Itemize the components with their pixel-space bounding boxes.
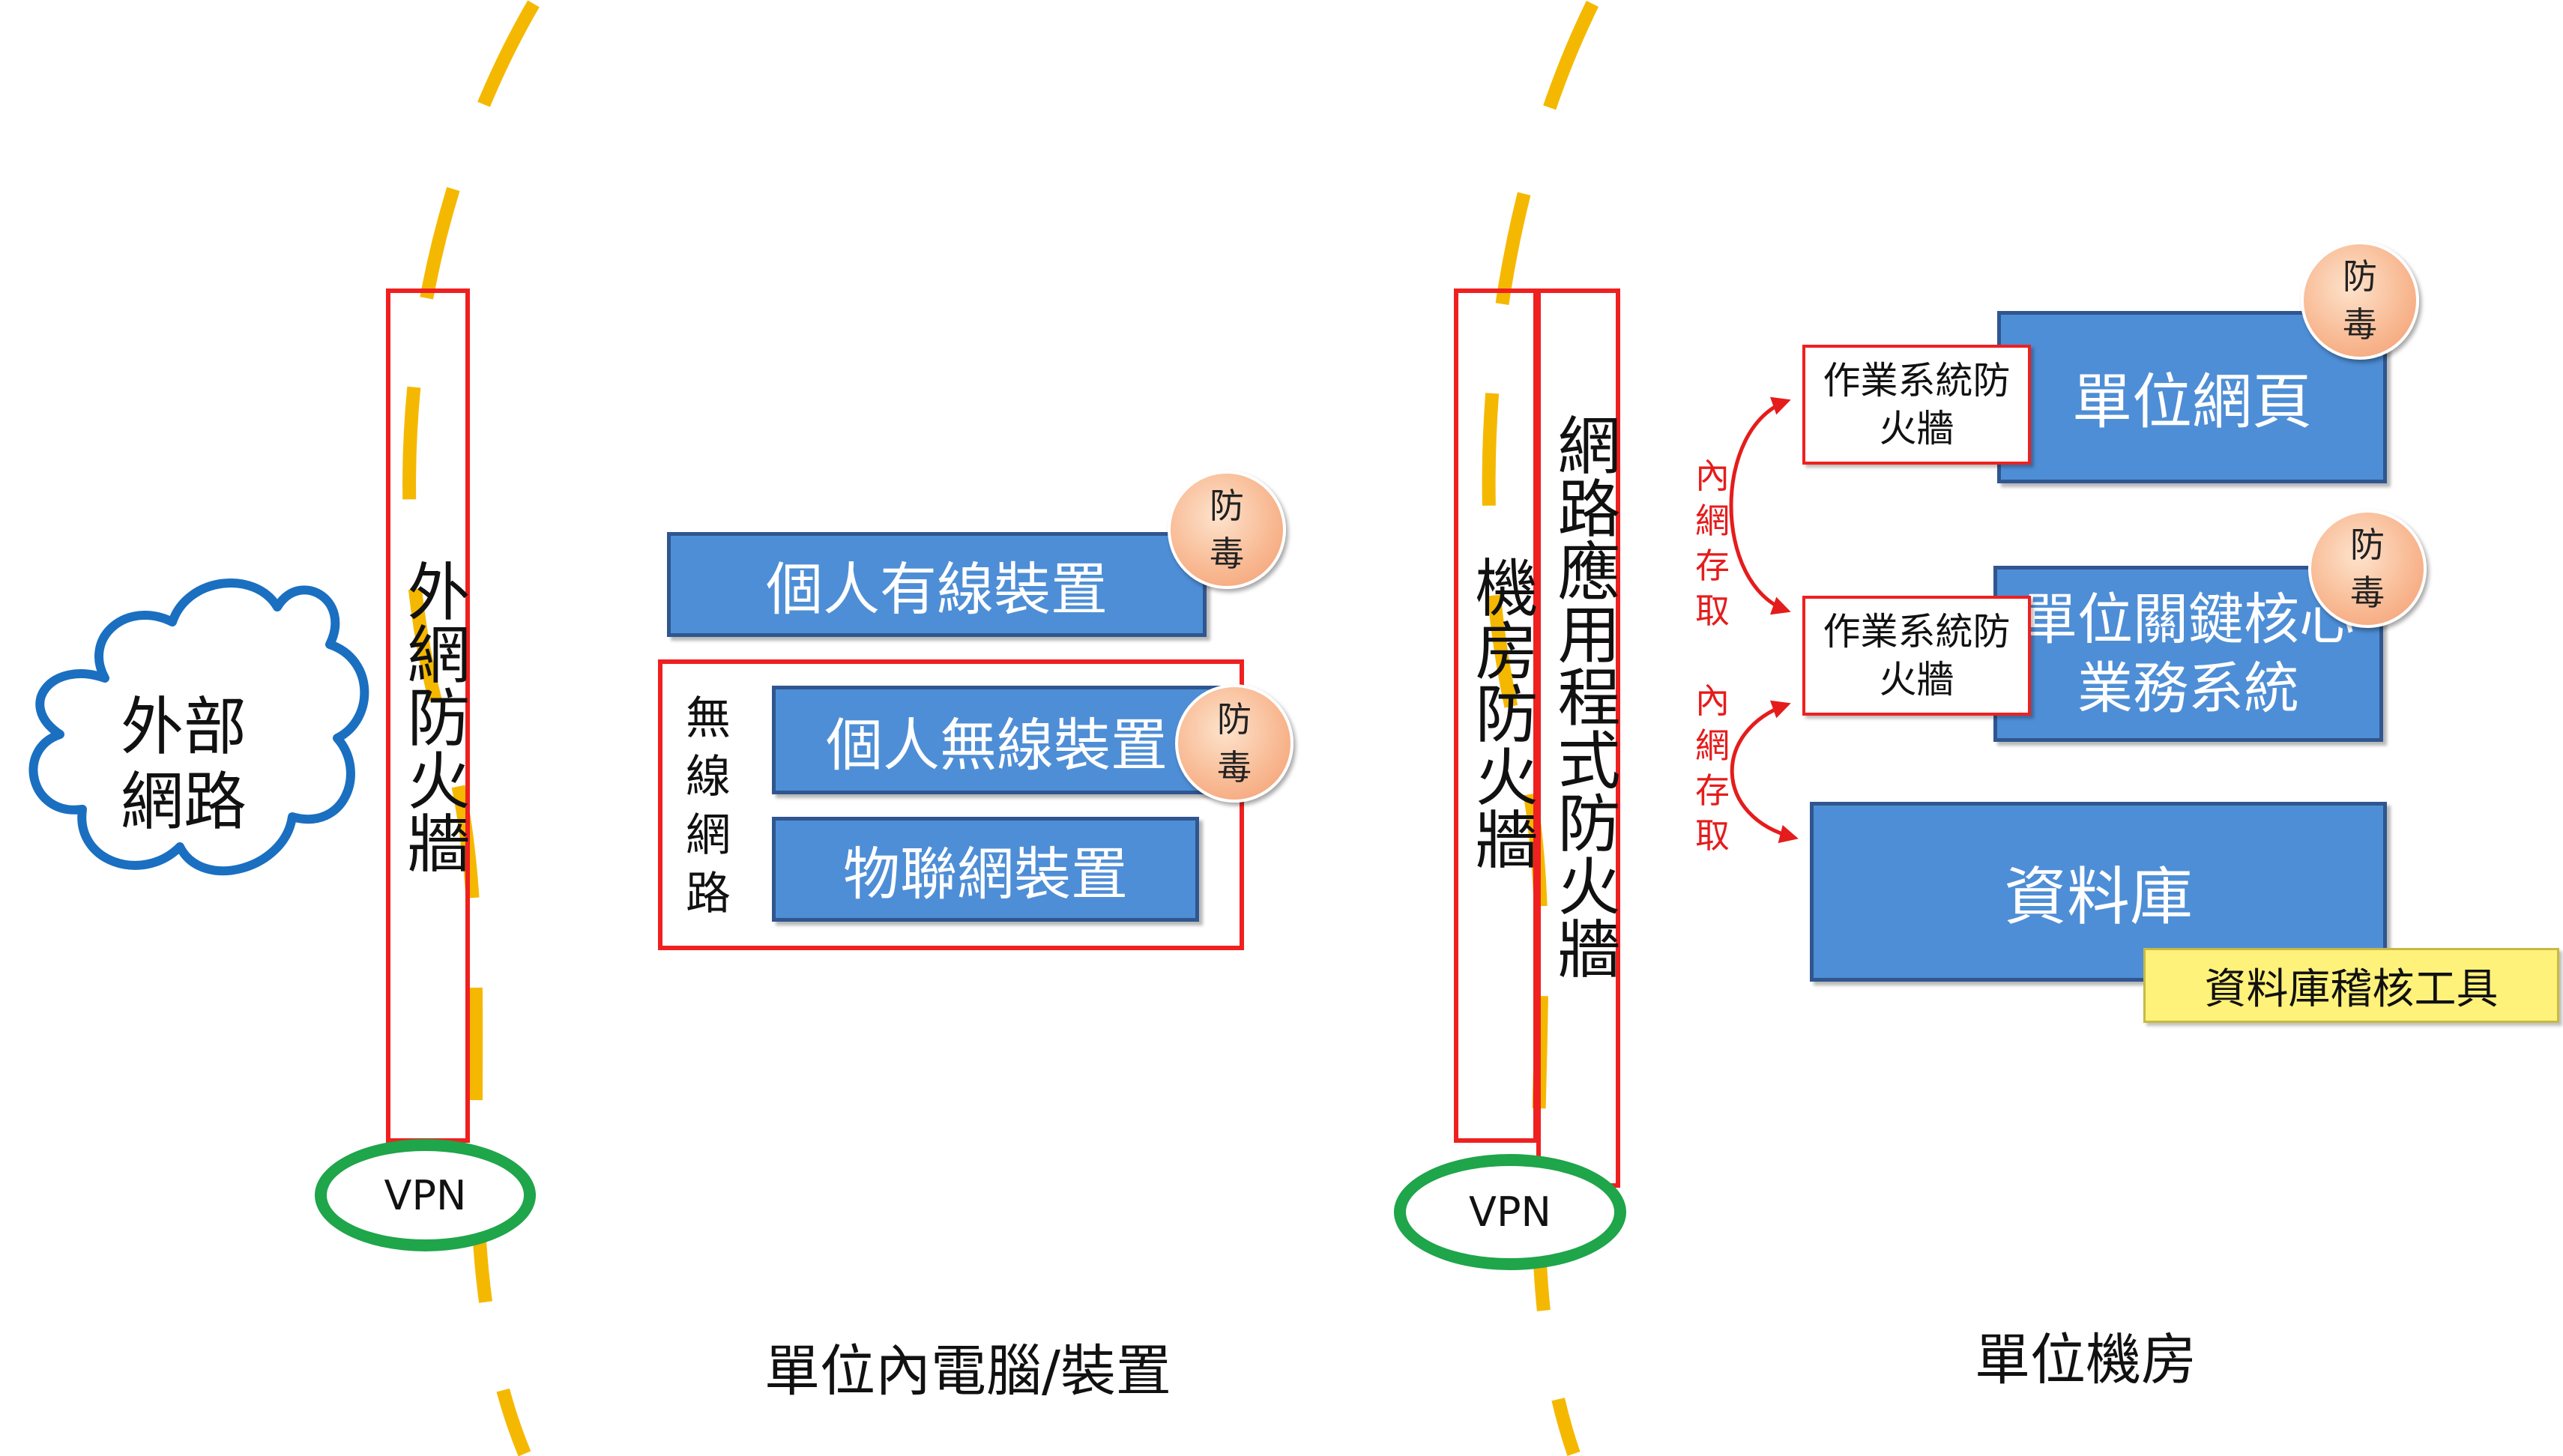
wireless-device-box: 個人無線裝置: [772, 686, 1222, 794]
external-network-label: 外部網路: [120, 690, 247, 839]
external-firewall: 外網防火牆: [386, 289, 471, 1143]
external-cloud: [28, 579, 369, 876]
internal-access-arrow-upper: [1729, 396, 1791, 615]
internal-access-arrow-lower: [1730, 700, 1799, 844]
room-firewall: 機房防火牆: [1454, 289, 1539, 1143]
wireless-network-label: 無線網路: [686, 692, 731, 920]
antivirus-badge-core: 防毒: [2308, 510, 2427, 628]
room-firewall-label: 機房防火牆: [1465, 555, 1539, 870]
db-audit-tool-label: 資料庫稽核工具: [2143, 948, 2559, 1023]
antivirus-badge-web: 防毒: [2301, 241, 2419, 360]
os-firewall-core: 作業系統防火牆: [1802, 596, 2031, 716]
vpn-data-center: VPN: [1394, 1154, 1626, 1270]
os-firewall-web: 作業系統防火牆: [1802, 345, 2031, 465]
web-page-box: 單位網頁: [1997, 311, 2387, 483]
internal-access-label-lower: 內網存取: [1695, 680, 1730, 856]
vpn-external: VPN: [315, 1139, 536, 1251]
wireless-network-group: [658, 659, 1244, 950]
core-system-box: 單位關鍵核心業務系統: [1993, 566, 2383, 742]
antivirus-badge-wired: 防毒: [1168, 471, 1286, 589]
antivirus-badge-wireless: 防毒: [1175, 684, 1293, 803]
data-center-caption: 單位機房: [1975, 1328, 2197, 1392]
unit-devices-caption: 單位內電腦/裝置: [764, 1339, 1171, 1404]
wired-device-box: 個人有線裝置: [667, 532, 1207, 637]
app-firewall: 網路應用程式防火牆: [1536, 289, 1621, 1188]
internal-access-label-upper: 內網存取: [1695, 456, 1730, 631]
iot-device-box: 物聯網裝置: [772, 817, 1199, 922]
external-firewall-label: 外網防火牆: [397, 559, 471, 874]
database-box: 資料庫: [1810, 802, 2387, 982]
app-firewall-label: 網路應用程式防火牆: [1548, 413, 1621, 979]
